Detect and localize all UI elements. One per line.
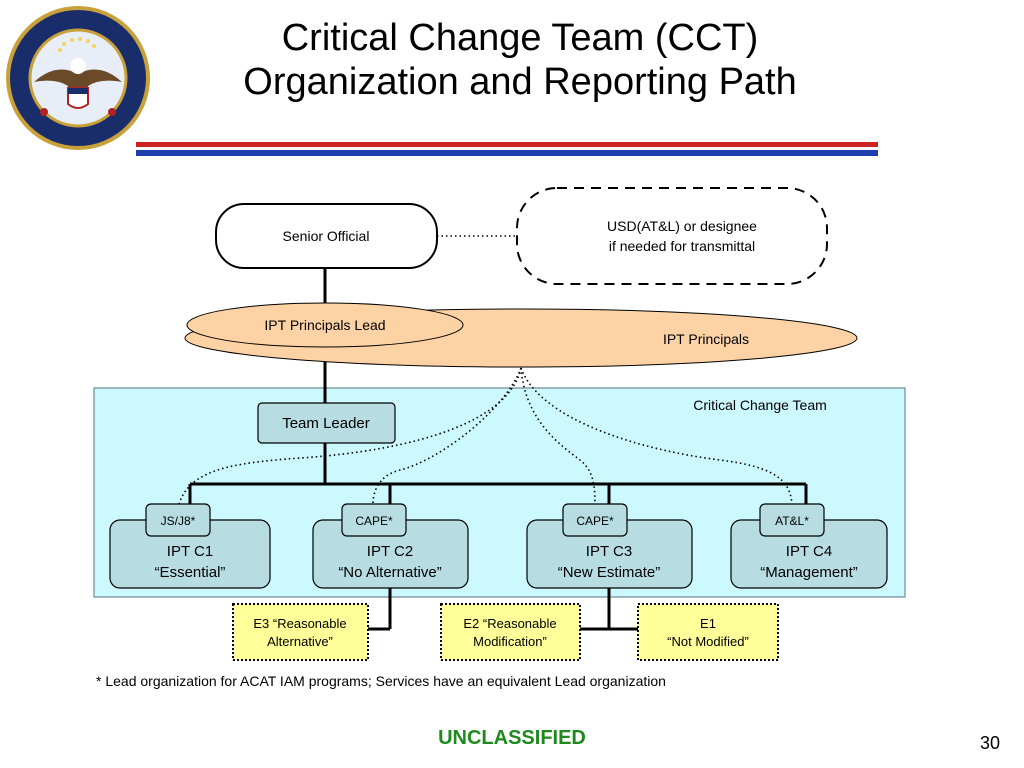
ipt-tag: CAPE*: [355, 514, 393, 528]
title-stripe-red: [136, 142, 878, 147]
outcome-box: [232, 603, 369, 661]
dotted-links: [178, 235, 793, 505]
outcome-line-2: Alternative”: [267, 634, 333, 649]
title-stripe-blue: [136, 150, 878, 156]
team-leader-label: Team Leader: [282, 415, 370, 432]
ipt-c2: IPT C2 “No Alternative” CAPE*: [312, 503, 469, 589]
ipt-line-2: “New Estimate”: [558, 564, 661, 581]
ipt-line-1: IPT C2: [367, 543, 413, 560]
ipt-tag-box: [759, 503, 825, 537]
outcome-box: [440, 603, 581, 661]
dotted-link-c4: [520, 367, 793, 505]
senior-official-label: Senior Official: [283, 228, 370, 244]
outcome-e3: E3 “Reasonable Alternative”: [232, 603, 369, 661]
ipt-c1: IPT C1 “Essential” JS/J8*: [109, 503, 271, 589]
senior-official-box: [215, 203, 438, 269]
dotted-link-c3: [520, 367, 596, 505]
ipt-line-2: “Management”: [760, 564, 858, 581]
dotted-link-c2: [372, 367, 522, 505]
footnote: * Lead organization for ACAT IAM program…: [96, 673, 666, 689]
dod-seal-logo: [6, 6, 150, 150]
ipt-line-2: “No Alternative”: [338, 564, 441, 581]
title-line-2: Organization and Reporting Path: [243, 61, 797, 103]
outcome-box: [637, 603, 779, 661]
ipt-tag-box: [145, 503, 211, 537]
ipt-line-2: “Essential”: [155, 564, 226, 581]
outcome-e2: E2 “Reasonable Modification”: [440, 603, 581, 661]
ipt-tag: AT&L*: [775, 514, 809, 528]
ipt-line-1: IPT C3: [586, 543, 632, 560]
usd-dashed-box: [516, 187, 828, 285]
outcome-line-1: E1: [700, 616, 716, 631]
outcome-e1: E1 “Not Modified”: [637, 603, 779, 661]
title-line-1: Critical Change Team (CCT): [281, 17, 759, 59]
ipt-tag: JS/J8*: [161, 514, 196, 528]
ipt-principals-lead-ellipse: [186, 302, 464, 348]
team-leader-box: [257, 402, 396, 444]
outcome-line-2: “Not Modified”: [667, 634, 749, 649]
ipt-line-1: IPT C1: [167, 543, 213, 560]
dotted-link-c1: [178, 367, 522, 505]
ipt-tag-box: [562, 503, 628, 537]
ipt-c4: IPT C4 “Management” AT&L*: [730, 503, 888, 589]
usd-line-1: USD(AT&L) or designee: [607, 218, 757, 234]
usd-line-2: if needed for transmittal: [609, 238, 755, 254]
ipt-tag: CAPE*: [576, 514, 614, 528]
ipt-line-1: IPT C4: [786, 543, 832, 560]
slide-title: Critical Change Team (CCT) Organization …: [150, 16, 890, 104]
classification-label: UNCLASSIFIED: [438, 727, 586, 749]
ipt-tag-box: [341, 503, 407, 537]
ipt-c3: IPT C3 “New Estimate” CAPE*: [526, 503, 693, 589]
ipt-principals-label: IPT Principals: [663, 331, 749, 347]
ipt-principals-lead-label: IPT Principals Lead: [264, 317, 385, 333]
outcome-line-1: E2 “Reasonable: [463, 616, 556, 631]
outcome-line-1: E3 “Reasonable: [253, 616, 346, 631]
cct-label: Critical Change Team: [693, 397, 827, 413]
outcome-line-2: Modification”: [473, 634, 547, 649]
page-number: 30: [979, 733, 1000, 753]
